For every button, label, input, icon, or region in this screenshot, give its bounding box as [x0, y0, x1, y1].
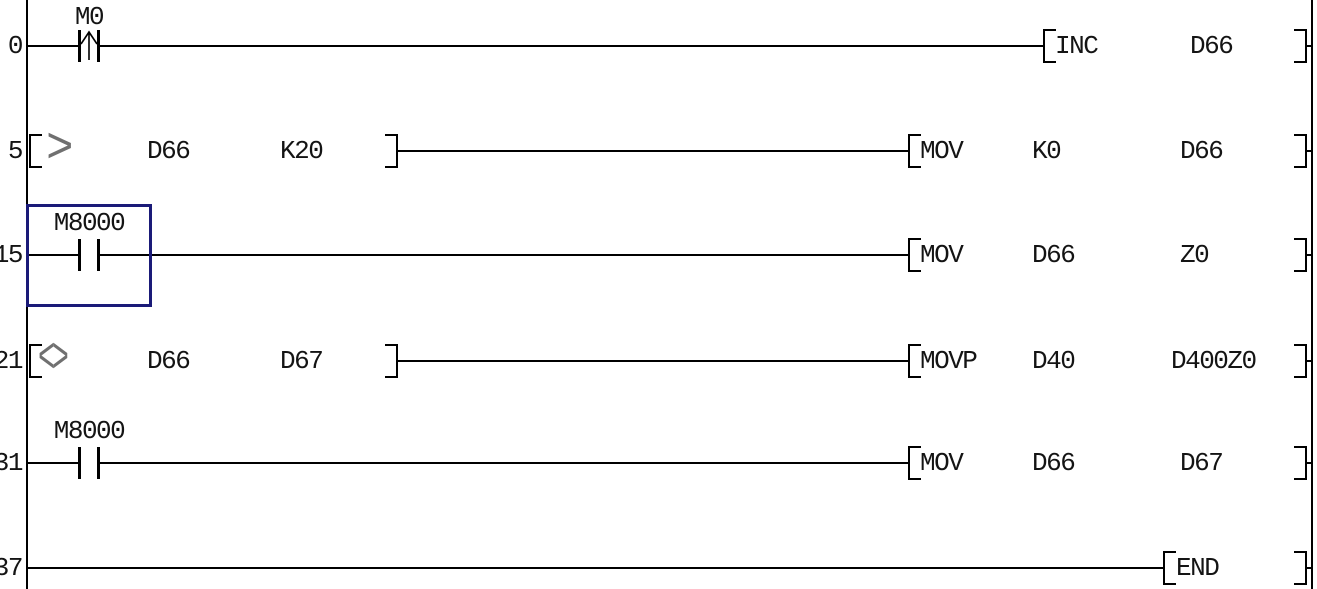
open-bracket-icon: [908, 134, 921, 168]
close-bracket-icon: [385, 134, 398, 168]
rung-line: [1305, 150, 1312, 152]
rung-line: [1305, 462, 1312, 464]
step-number: 15: [0, 240, 24, 270]
instruction-operand: D67: [1180, 448, 1224, 478]
open-bracket-icon: [29, 344, 42, 378]
contact-bar: [97, 447, 100, 479]
instruction-operand: D66: [1180, 136, 1224, 166]
rung-line: [28, 462, 78, 464]
instruction-operand: D40: [1032, 346, 1076, 376]
instruction-operand: Z0: [1180, 240, 1210, 270]
open-bracket-icon: [1043, 29, 1056, 63]
rung-line: [28, 45, 78, 47]
instruction-block[interactable]: MOV K0 D66: [908, 134, 1307, 168]
instruction-operand: K0: [1032, 136, 1062, 166]
rung-line: [100, 45, 1043, 47]
open-bracket-icon: [1163, 551, 1176, 585]
rising-edge-arrow-icon: [81, 30, 97, 60]
instruction-operand: D66: [1032, 240, 1076, 270]
compare-operand: D67: [280, 346, 324, 376]
compare-operand: D66: [147, 136, 191, 166]
rung-line: [1305, 567, 1312, 569]
open-bracket-icon: [908, 446, 921, 480]
instruction-block[interactable]: MOV D66 Z0: [908, 238, 1307, 272]
instruction-name: MOV: [920, 448, 964, 478]
close-bracket-icon: [385, 344, 398, 378]
contact-m8000[interactable]: [78, 447, 100, 479]
compare-block[interactable]: <> D66 D67: [29, 333, 398, 389]
instruction-name: MOV: [920, 136, 964, 166]
rung-line: [1305, 254, 1312, 256]
rung-line: [28, 254, 78, 256]
step-number: 37: [0, 553, 24, 583]
instruction-block[interactable]: MOVP D40 D400Z0: [908, 344, 1307, 378]
open-bracket-icon: [29, 134, 42, 168]
contact-bar: [78, 239, 81, 271]
compare-operator: <>: [38, 333, 69, 389]
instruction-name: MOVP: [920, 346, 978, 376]
compare-operator: >: [46, 123, 74, 179]
contact-bar: [78, 30, 81, 62]
selection-cursor[interactable]: [26, 204, 152, 307]
contact-label: M8000: [53, 208, 126, 238]
instruction-operand: D400Z0: [1171, 346, 1257, 376]
instruction-operand: D66: [1032, 448, 1076, 478]
step-number: 31: [0, 448, 24, 478]
contact-bar: [78, 447, 81, 479]
rung-line: [100, 254, 908, 256]
instruction-operand: D66: [1190, 31, 1234, 61]
contact-bar: [97, 30, 100, 62]
contact-m8000[interactable]: [78, 239, 100, 271]
instruction-name: INC: [1055, 31, 1099, 61]
step-number: 5: [7, 136, 24, 166]
compare-block[interactable]: > D66 K20: [29, 123, 398, 179]
contact-m0[interactable]: [78, 30, 100, 62]
compare-operand: D66: [147, 346, 191, 376]
step-number: 0: [7, 31, 24, 61]
rung-line: [398, 150, 908, 152]
instruction-block[interactable]: MOV D66 D67: [908, 446, 1307, 480]
instruction-name: MOV: [920, 240, 964, 270]
rung-line: [398, 360, 908, 362]
compare-operand: K20: [280, 136, 324, 166]
instruction-name: END: [1176, 553, 1220, 583]
instruction-block[interactable]: INC D66: [1043, 29, 1307, 63]
rung-line: [28, 567, 1163, 569]
instruction-block[interactable]: END: [1163, 551, 1307, 585]
open-bracket-icon: [908, 344, 921, 378]
contact-label: M8000: [53, 416, 126, 446]
rung-line: [1305, 360, 1312, 362]
rung-line: [100, 462, 908, 464]
open-bracket-icon: [908, 238, 921, 272]
step-number: 21: [0, 346, 24, 376]
rung-line: [1305, 45, 1312, 47]
contact-label: M0: [74, 2, 105, 32]
contact-bar: [97, 239, 100, 271]
right-power-rail: [1311, 0, 1313, 589]
